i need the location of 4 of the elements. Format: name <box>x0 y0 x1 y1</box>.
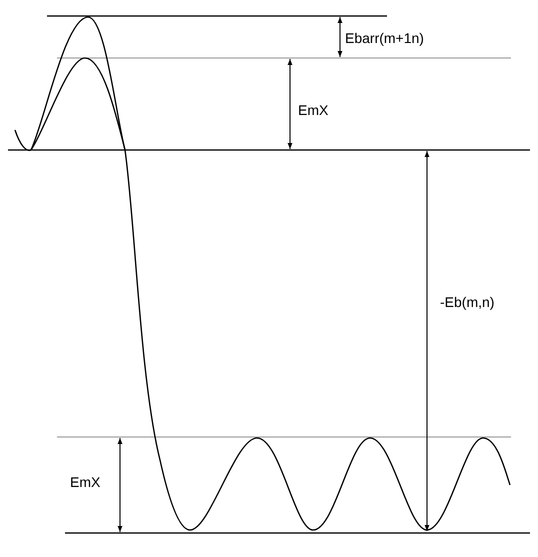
dimension-label: Ebarr(m+1n) <box>345 30 424 46</box>
dimension-label: -Eb(m,n) <box>440 294 494 310</box>
dimension-label: EmX <box>70 474 100 490</box>
dimension-label: EmX <box>298 102 328 118</box>
